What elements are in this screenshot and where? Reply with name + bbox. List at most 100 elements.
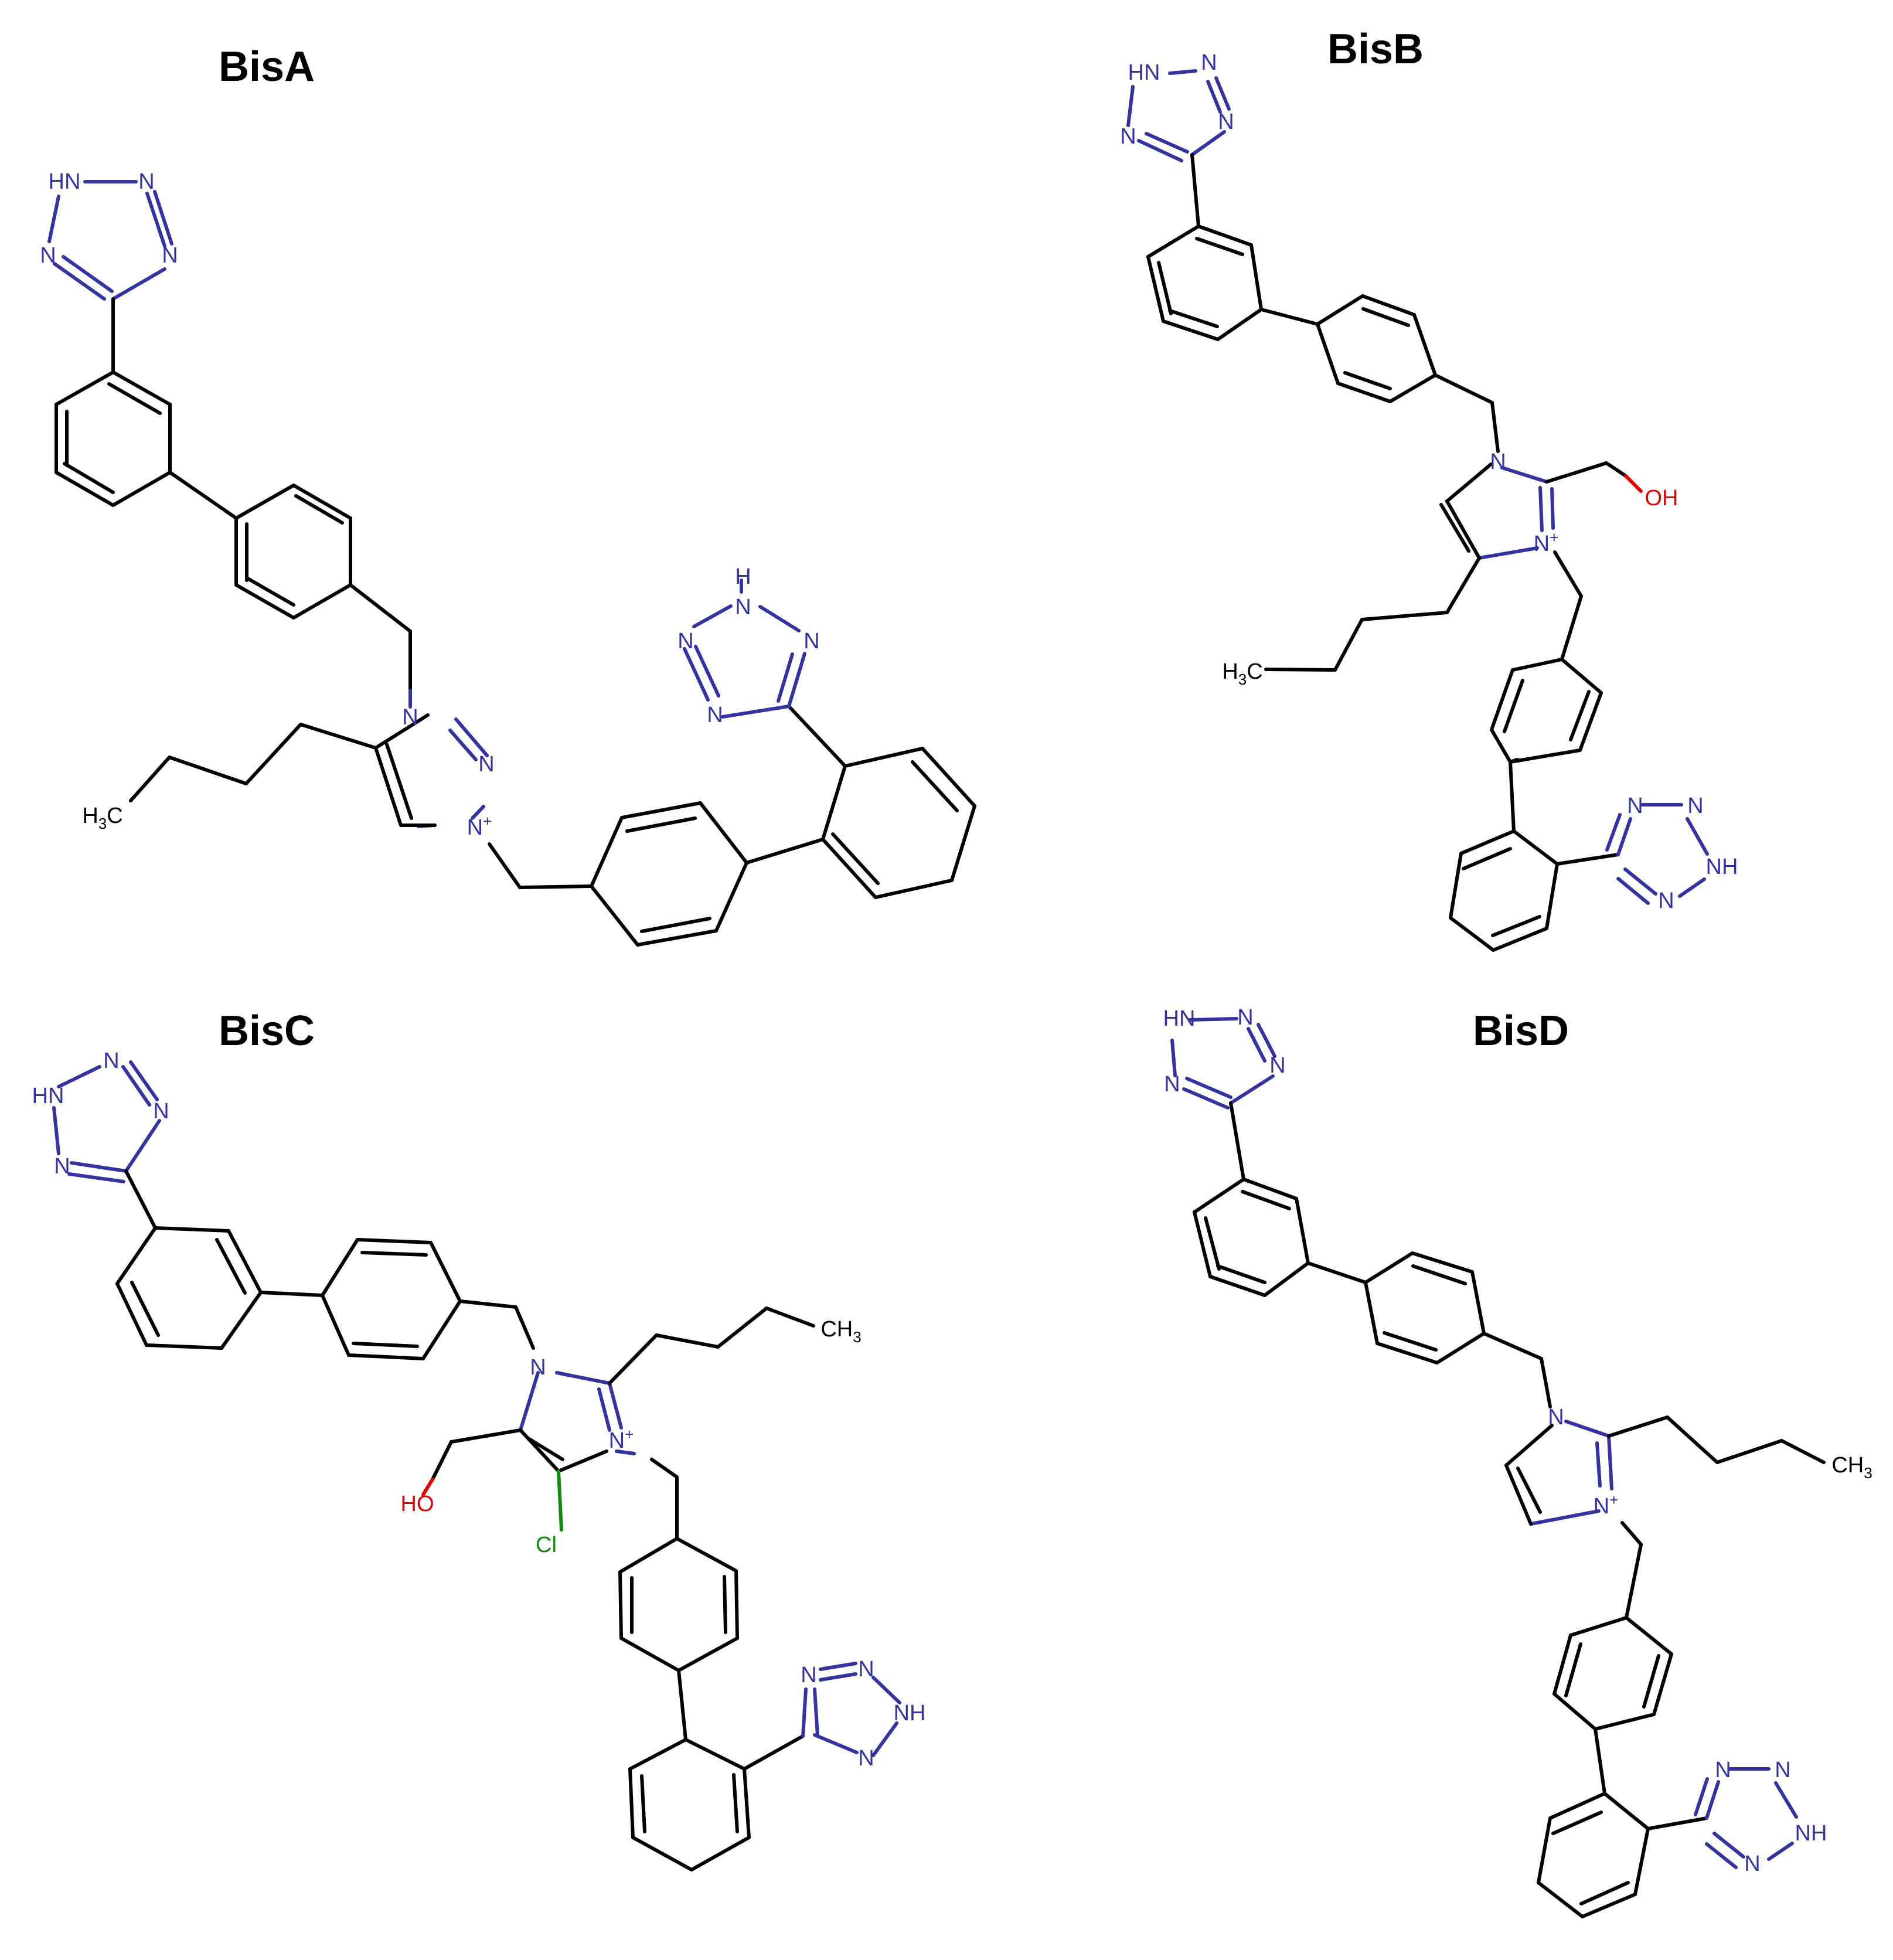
atom-label: N [54,1154,70,1179]
bond-line [1477,546,1539,560]
bond-line [758,605,801,632]
bond-line [874,879,954,899]
bond-line [618,1570,623,1640]
bond-line [1578,691,1603,752]
atom-label: N [402,705,418,730]
bond-line [519,1428,560,1473]
bond-line [514,1305,535,1350]
bond-line [871,1676,901,1704]
bond-line [1333,618,1364,672]
bond-line [429,1241,462,1303]
bond-line [1564,1420,1611,1438]
bond-line [608,1381,623,1430]
bond-line [1449,916,1495,952]
atom-label: N [1548,1405,1564,1430]
atom-label: CH3 [1831,1453,1872,1482]
panel-bisd: BisD HN N N N N N+ CH3 N N NH N [1163,1005,1872,1918]
bond-line [787,652,806,708]
bond-line [1492,927,1548,952]
bond-line [675,1537,738,1573]
bond-line [145,192,166,248]
bond-line [1552,1692,1597,1731]
bond-line [677,1669,687,1741]
bond-line [111,471,172,507]
atom-label: NH [1706,855,1738,879]
bond-line [1247,1027,1266,1063]
bond-line [714,861,748,933]
bond-line [1388,373,1437,403]
bond-line [1503,679,1524,733]
atom-label: N [1744,1852,1760,1876]
bond-line [1146,255,1165,323]
bond-line [1168,309,1219,328]
bond-line [1336,382,1392,403]
bond-line [385,743,413,820]
bond-line [819,1672,857,1682]
bond-line [1579,1881,1630,1905]
atom-label: N+ [467,812,492,840]
atom-label: N [1218,110,1234,134]
bond-line [1780,1439,1826,1464]
bond-line [684,1738,746,1771]
panel-title-bisd: BisD [1473,1008,1569,1054]
atom-label: HN [49,169,81,194]
bond-line [1459,829,1516,855]
bond-line [1529,1509,1601,1526]
structure-bisc [52,1060,901,1871]
bond-line [1126,85,1135,127]
atom-label: NH [1795,1821,1827,1846]
bond-line [220,1291,263,1350]
panel-title-bisa: BisA [219,43,315,90]
bond-line [640,1774,646,1833]
panel-bisc: BisC N HN N N N N+ CH3 HO Cl N N NH N [32,1008,926,1871]
bond-line [1594,1713,1656,1731]
bond-line [1616,817,1632,856]
bond-line [527,1437,564,1461]
bond-line [1607,1434,1613,1491]
bond-line [360,1251,428,1257]
bond-line [55,370,115,406]
atom-label: N [858,1746,874,1771]
bond-line [1482,1332,1543,1360]
bond-line [1295,1197,1310,1265]
bond-line [1182,1087,1230,1110]
bond-line [1364,1281,1379,1345]
bond-line [488,842,522,889]
atom-label: N+ [1534,529,1559,556]
bond-line [168,471,238,520]
bond-line [1633,1827,1650,1896]
bond-line [1560,658,1603,695]
atom-label: H [735,564,751,589]
bond-line [1705,1842,1738,1869]
bond-line [1500,466,1548,484]
bond-line [1555,853,1620,866]
bond-line [692,604,733,628]
bond-line [1552,1634,1572,1696]
bond-line [723,1575,727,1634]
bond-line [1470,1270,1486,1335]
bond-line [1162,319,1220,341]
bond-line [694,645,720,697]
bond-line [1490,728,1512,764]
bond-line [115,1282,148,1347]
bond-line [1242,1178,1298,1200]
bond-line [1540,1357,1552,1408]
atom-label: OH [1645,486,1678,511]
atom-label: N [1775,1758,1790,1782]
bond-line [519,1371,540,1432]
bond-line [732,1773,739,1833]
bond-line [1145,132,1189,154]
bond-line [555,1371,611,1385]
bond-line [1605,813,1622,852]
bond-line [145,1343,223,1350]
bond-line [821,764,847,841]
bond-line [421,1299,462,1360]
bond-line [1560,594,1583,661]
atom-label: N [1269,1053,1285,1078]
atoms-bisa: HN N N N H N N N N N N N+ H3C [40,169,819,840]
bond-line [1545,461,1608,484]
bond-line [1263,1261,1310,1297]
atoms-bisc: N HN N N N N+ CH3 HO Cl N N NH N [32,1049,926,1771]
bond-line [590,816,624,888]
